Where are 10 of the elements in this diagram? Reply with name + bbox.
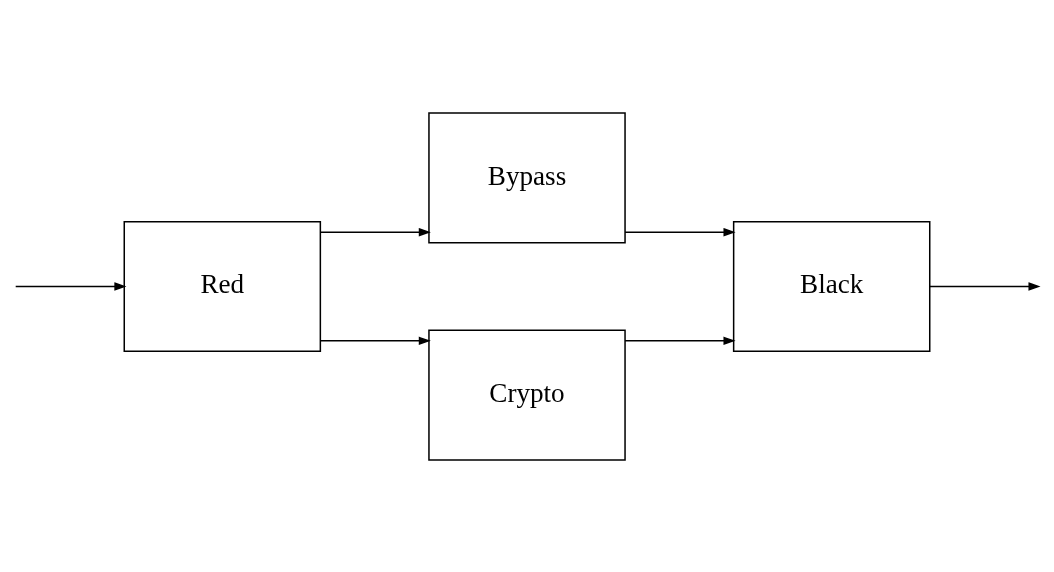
arrow xyxy=(929,281,1041,291)
node-box: Bypass xyxy=(428,111,626,243)
arrow xyxy=(319,227,431,236)
node-box: Red xyxy=(123,220,322,352)
arrow xyxy=(319,336,431,345)
arrow xyxy=(624,227,736,236)
node-box: Crypto xyxy=(428,329,626,461)
node-box: Black xyxy=(732,220,931,352)
arrow xyxy=(624,336,736,345)
arrow xyxy=(14,281,127,291)
